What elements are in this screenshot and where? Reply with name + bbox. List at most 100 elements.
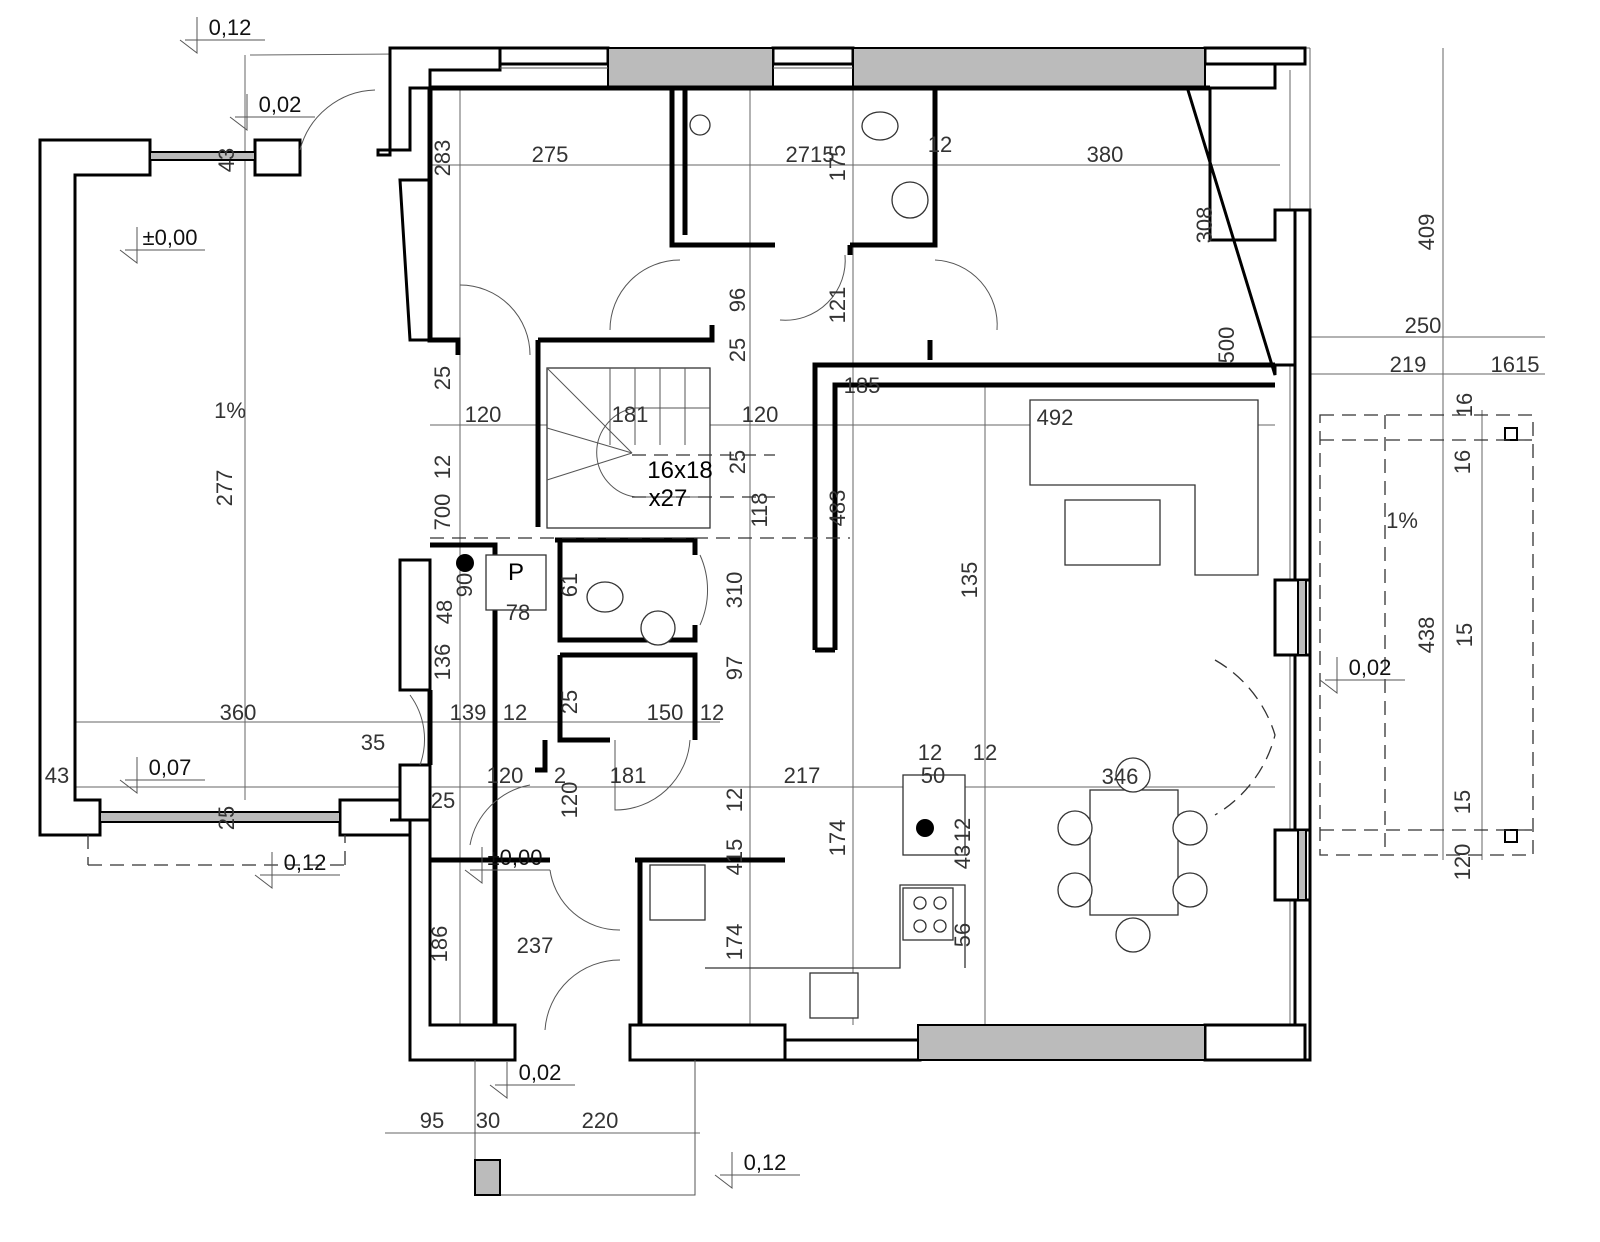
dimension-label: 48 (432, 600, 457, 624)
fireplace (902, 774, 966, 856)
dimension-label: 43 (950, 845, 975, 869)
level-mark: ±0,00 (488, 845, 543, 870)
dimension-label: 415 (722, 839, 747, 876)
dimension-label: 483 (825, 490, 850, 527)
staircase (430, 367, 850, 539)
dimension-label: 12 (950, 818, 975, 842)
kitchen-counter (1029, 399, 1259, 576)
boiler-room-label: P (508, 559, 524, 586)
garage-slope-label: 1% (214, 398, 246, 423)
garage (38, 89, 412, 866)
door-swing (609, 259, 681, 331)
dimension-label: 95 (420, 1108, 444, 1133)
dimension-label: 175 (825, 145, 850, 182)
boiler (485, 554, 547, 611)
dimension-label: 174 (825, 820, 850, 857)
dimension-label: 25 (725, 450, 750, 474)
dimension-label: 16 (1450, 450, 1475, 474)
sink (809, 972, 859, 1019)
dimension-label: 186 (427, 926, 452, 963)
dimension-label: 308 (1192, 207, 1217, 244)
level-marker-icon (254, 852, 340, 890)
dimension-label: 135 (957, 562, 982, 599)
dimension-label: 12 (918, 740, 942, 765)
dimension-label: 25 (430, 366, 455, 390)
dimension-label: 35 (361, 730, 385, 755)
kitchen-island (1064, 499, 1161, 566)
dimension-label: 12 (700, 700, 724, 725)
level-marker-icon (119, 227, 205, 265)
dimension-label: 120 (1450, 844, 1475, 881)
terrace-slope-label: 1% (1386, 508, 1418, 533)
dimension-label: 15 (1450, 790, 1475, 814)
dimension-label: 310 (722, 572, 747, 609)
level-mark: 0,07 (149, 755, 192, 780)
level-marker-icon (714, 1152, 800, 1190)
dimension-label: 12 (973, 740, 997, 765)
dimension-label: 12 (722, 788, 747, 812)
windows (500, 47, 1307, 1061)
level-marker-icon (229, 94, 315, 132)
dimension-label: 283 (430, 140, 455, 177)
garage-door (99, 811, 341, 823)
dimension-label: 12 (928, 132, 952, 157)
furniture (649, 399, 1259, 1019)
shower-drain (689, 114, 711, 136)
level-mark: 0,02 (1349, 655, 1392, 680)
door-swing (934, 259, 998, 331)
interior-walls (427, 85, 1275, 1025)
level-mark: ±0,00 (143, 225, 198, 250)
dimension-label: 120 (742, 402, 779, 427)
cooktop (902, 887, 954, 941)
dimension-label: 174 (722, 924, 747, 961)
window (1297, 579, 1307, 656)
door-swing (544, 959, 621, 1031)
dimension-label: 50 (921, 763, 945, 788)
dimension-label: 2715 (786, 142, 835, 167)
dimension-label: 120 (557, 782, 582, 819)
dimension-lines (40, 47, 1545, 1134)
dimension-label: 360 (220, 700, 257, 725)
dimension-label: 136 (430, 644, 455, 681)
fixtures (456, 111, 929, 646)
terrace (474, 414, 1534, 1196)
dimension-label: 61 (557, 573, 582, 597)
dimension-label: 380 (1087, 142, 1124, 167)
dimension-label: 409 (1414, 214, 1439, 251)
dimension-label: 185 (844, 373, 881, 398)
door-swing (779, 254, 846, 321)
level-marker-icon (1319, 657, 1405, 695)
dimension-label: 97 (722, 656, 747, 680)
dimension-label: 25 (557, 690, 582, 714)
dining-table (1089, 789, 1179, 916)
dimension-label: 30 (476, 1108, 500, 1133)
level-mark: 0,12 (209, 15, 252, 40)
door-swing (299, 89, 376, 151)
window (852, 47, 1206, 89)
level-marker-icon (464, 847, 550, 885)
stair-size-label: 16x18 (647, 457, 712, 484)
dimension-label: 90 (452, 573, 477, 597)
dimension-label: 220 (582, 1108, 619, 1133)
dimension-label: 96 (725, 288, 750, 312)
dimension-label: 12 (430, 455, 455, 479)
door-swing (549, 869, 621, 931)
dimension-label: 78 (506, 600, 530, 625)
dimension-label: 277 (212, 470, 237, 507)
dimension-label: 250 (1405, 313, 1442, 338)
toilet (861, 111, 899, 141)
dimension-label: 56 (950, 923, 975, 947)
dimension-label: 181 (612, 402, 649, 427)
door-swing (459, 284, 531, 356)
door-swing (699, 554, 709, 626)
level-marker-icon (179, 17, 265, 55)
dimension-label: 43 (45, 763, 69, 788)
level-marker-icon (119, 757, 205, 795)
dimension-label: 120 (487, 763, 524, 788)
level-mark: 0,12 (284, 850, 327, 875)
chimney (456, 554, 474, 572)
dimension-label: 121 (825, 287, 850, 324)
dimension-label: 25 (431, 788, 455, 813)
dimension-label: 25 (214, 806, 239, 830)
